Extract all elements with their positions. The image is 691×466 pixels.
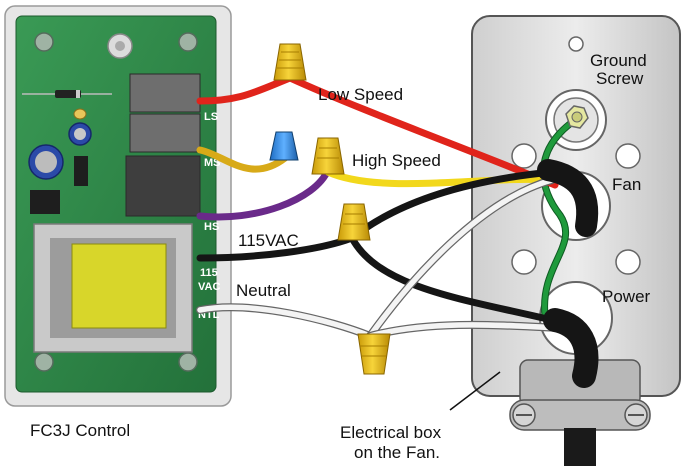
neutral-label: Neutral	[236, 281, 291, 300]
standoff	[107, 33, 133, 59]
purple-wire	[196, 166, 332, 221]
high-speed-label: High Speed	[352, 151, 441, 170]
wires	[196, 74, 582, 340]
box-tab-hole	[568, 36, 584, 52]
line-voltage-label: 115VAC	[238, 231, 299, 250]
wire-nut-low-speed	[273, 43, 307, 81]
yellow-wire	[324, 168, 554, 188]
terminal-115: 115	[200, 267, 218, 279]
ground-wire	[541, 115, 581, 318]
wire-nut-line	[337, 203, 371, 241]
mustard-wire	[196, 146, 289, 173]
red-wire-control	[196, 74, 294, 105]
diode	[22, 90, 112, 98]
white-wire-control	[197, 304, 373, 339]
terminal-vac: VAC	[198, 281, 220, 293]
power-cable-sheath	[543, 308, 599, 388]
terminal-ls: LS	[204, 111, 218, 123]
capacitor-small	[68, 122, 92, 146]
white-wire-power	[367, 322, 561, 339]
wire-nut-high-speed	[311, 137, 345, 175]
fan-label: Fan	[612, 175, 641, 194]
box-leader-line	[449, 371, 501, 411]
capacitor-large	[28, 144, 64, 180]
mounting-holes	[34, 32, 198, 372]
ground-label-line1: Ground	[590, 51, 647, 70]
control-caption: FC3J Control	[30, 421, 130, 440]
regulator	[30, 190, 60, 214]
fan-cable-sheath	[537, 159, 599, 237]
white-wire-fan	[367, 177, 555, 339]
ground-label-line2: Screw	[596, 69, 644, 88]
transformer	[33, 223, 193, 353]
ground-screw	[565, 105, 589, 129]
low-speed-label: Low Speed	[318, 85, 403, 104]
black-wire-fan	[348, 168, 556, 242]
black-wire-power	[348, 234, 564, 326]
box-caption-line1: Electrical box	[340, 423, 442, 442]
red-wire-fan	[286, 74, 559, 189]
terminal-ms: MS	[204, 157, 221, 169]
fc3j-control: LS MS HS 115 VAC NTL	[4, 5, 232, 407]
blue-cap	[269, 131, 299, 161]
box-holes	[511, 143, 641, 275]
box-caption-line2: on the Fan.	[354, 443, 440, 462]
relays	[125, 73, 201, 217]
wire-nut-neutral	[357, 333, 391, 375]
terminal-hs: HS	[204, 221, 219, 233]
power-label: Power	[602, 287, 651, 306]
resistor	[74, 156, 88, 186]
electrical-box	[471, 15, 681, 466]
black-wire-control	[196, 234, 356, 262]
small-capacitor	[73, 108, 87, 120]
